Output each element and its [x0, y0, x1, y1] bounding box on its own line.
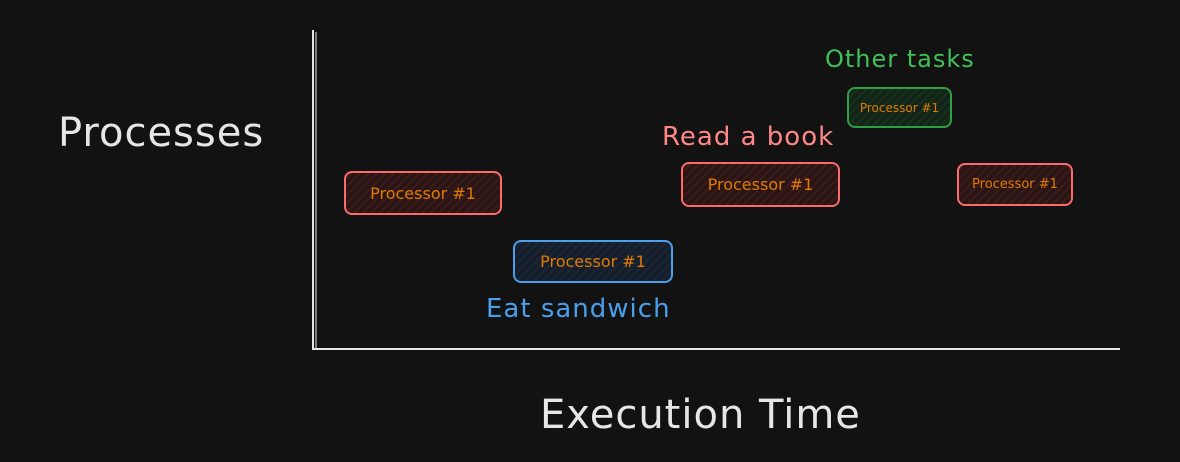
- task-box-label: Processor #1: [707, 175, 814, 194]
- task-box-1: Processor #1: [344, 171, 502, 215]
- y-axis-title: Processes: [58, 110, 265, 156]
- task-box-label: Processor #1: [859, 100, 940, 115]
- task-box-eat-sandwich: Processor #1: [513, 240, 673, 283]
- task-box-label: Processor #1: [972, 177, 1058, 192]
- task-box-label: Processor #1: [540, 252, 646, 271]
- task-box-other-tasks: Processor #1: [847, 87, 952, 128]
- task-annotation-other-tasks: Other tasks: [825, 45, 975, 73]
- task-annotation-eat-sandwich: Eat sandwich: [486, 294, 671, 324]
- x-axis-title: Execution Time: [540, 392, 861, 438]
- task-box-label: Processor #1: [370, 183, 476, 203]
- task-box-5: Processor #1: [957, 163, 1073, 206]
- task-annotation-read-a-book: Read a book: [662, 122, 835, 152]
- task-box-read-a-book: Processor #1: [681, 162, 840, 207]
